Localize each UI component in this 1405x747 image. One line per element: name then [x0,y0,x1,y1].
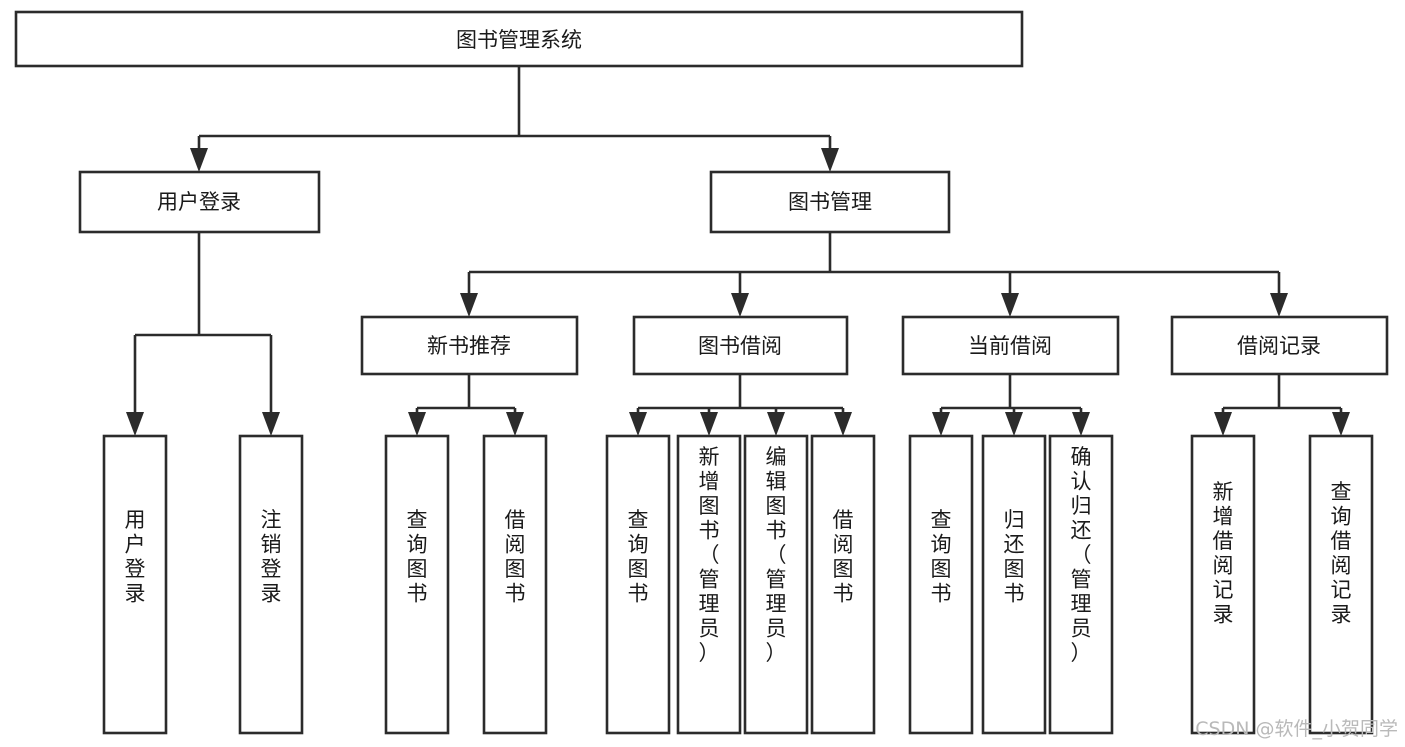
node-book-borrow-label: 图书借阅 [698,334,782,358]
node-leaf-add-book-label: 新增图书（管理员） [699,445,720,665]
arrow-head-user-login [190,148,208,172]
node-leaf-confirm-return-label: 确认归还（管理员） [1071,445,1092,665]
node-leaf-query-book-borrow[interactable]: 查询图书 [605,434,671,735]
arrow-head-leaf-add-book [700,412,718,436]
node-borrow-record[interactable]: 借阅记录 [1170,315,1389,376]
node-leaf-add-record-label: 新增借阅记录 [1213,480,1234,627]
node-leaf-edit-book-label: 编辑图书（管理员） [766,445,787,665]
node-borrow-record-box[interactable] [1170,315,1389,376]
node-leaf-logout[interactable]: 注销登录 [238,434,304,735]
node-user-login[interactable]: 用户登录 [78,170,321,234]
node-leaf-confirm-return[interactable]: 确认归还（管理员） [1048,434,1114,735]
node-leaf-user-login-box[interactable] [102,434,168,735]
node-user-login-label: 用户登录 [157,190,241,214]
node-leaf-query-book-rec[interactable]: 查询图书 [384,434,450,735]
node-leaf-query-book-borrow-label: 查询图书 [628,508,649,606]
node-leaf-borrow-book-box[interactable] [810,434,876,735]
node-current-borrow-box[interactable] [901,315,1120,376]
node-book-management[interactable]: 图书管理 [709,170,951,234]
arrow-head-new-book-recommend [460,293,478,317]
node-leaf-add-record-box[interactable] [1190,434,1256,735]
csdn-watermark: CSDN @软件_小贺同学 [1195,718,1398,740]
node-leaf-borrow-book[interactable]: 借阅图书 [810,434,876,735]
node-leaf-user-login-label: 用户登录 [125,508,146,606]
node-leaf-query-record-box[interactable] [1308,434,1374,735]
node-leaf-borrow-book-rec-box[interactable] [482,434,548,735]
node-book-borrow-box[interactable] [632,315,849,376]
node-leaf-return-book[interactable]: 归还图书 [981,434,1047,735]
node-new-book-recommend-box[interactable] [360,315,579,376]
node-borrow-record-label: 借阅记录 [1237,334,1321,358]
node-leaf-return-book-box[interactable] [981,434,1047,735]
node-leaf-query-book-current[interactable]: 查询图书 [908,434,974,735]
node-leaf-logout-label: 注销登录 [261,508,282,606]
node-leaf-borrow-book-rec[interactable]: 借阅图书 [482,434,548,735]
node-leaf-confirm-return-box[interactable] [1048,434,1114,735]
node-leaf-query-book-rec-box[interactable] [384,434,450,735]
arrow-head-leaf-borrow-book-rec [506,412,524,436]
node-leaf-query-record[interactable]: 查询借阅记录 [1308,434,1374,735]
arrow-head-borrow-record [1270,293,1288,317]
arrow-head-leaf-return-book [1005,412,1023,436]
node-leaf-edit-book-box[interactable] [743,434,809,735]
node-leaf-query-book-current-label: 查询图书 [931,508,952,606]
arrow-head-leaf-query-book-borrow [629,412,647,436]
node-leaf-return-book-label: 归还图书 [1004,508,1025,606]
node-leaf-borrow-book-rec-label: 借阅图书 [505,508,526,606]
node-leaf-query-book-rec-label: 查询图书 [407,508,428,606]
node-leaf-logout-box[interactable] [238,434,304,735]
node-book-borrow[interactable]: 图书借阅 [632,315,849,376]
node-leaf-query-record-label: 查询借阅记录 [1331,480,1352,627]
node-book-management-box[interactable] [709,170,951,234]
arrow-head-leaf-user-login [126,412,144,436]
node-leaf-user-login[interactable]: 用户登录 [102,434,168,735]
arrow-head-leaf-borrow-book [834,412,852,436]
node-leaf-borrow-book-label: 借阅图书 [833,508,854,606]
arrow-head-leaf-add-record [1214,412,1232,436]
arrow-head-leaf-query-book-current [932,412,950,436]
arrow-head-book-borrow [731,293,749,317]
arrow-head-leaf-edit-book [767,412,785,436]
node-leaf-edit-book[interactable]: 编辑图书（管理员） [743,434,809,735]
arrow-head-leaf-query-record [1332,412,1350,436]
node-current-borrow-label: 当前借阅 [968,334,1052,358]
arrow-head-book-management [821,148,839,172]
node-leaf-query-book-borrow-box[interactable] [605,434,671,735]
node-root-label: 图书管理系统 [456,28,582,52]
node-current-borrow[interactable]: 当前借阅 [901,315,1120,376]
node-new-book-recommend[interactable]: 新书推荐 [360,315,579,376]
arrow-head-leaf-confirm-return [1072,412,1090,436]
node-new-book-recommend-label: 新书推荐 [427,334,511,358]
arrow-head-leaf-query-book-rec [408,412,426,436]
node-leaf-add-book-box[interactable] [676,434,742,735]
node-leaf-query-book-current-box[interactable] [908,434,974,735]
node-user-login-box[interactable] [78,170,321,234]
arrow-head-leaf-logout [262,412,280,436]
node-root-box[interactable] [14,10,1024,68]
node-leaf-add-book[interactable]: 新增图书（管理员） [676,434,742,735]
node-root[interactable]: 图书管理系统 [14,10,1024,68]
node-leaf-add-record[interactable]: 新增借阅记录 [1190,434,1256,735]
arrow-head-current-borrow [1001,293,1019,317]
node-book-management-label: 图书管理 [788,190,872,214]
connector-layer [126,66,1350,436]
